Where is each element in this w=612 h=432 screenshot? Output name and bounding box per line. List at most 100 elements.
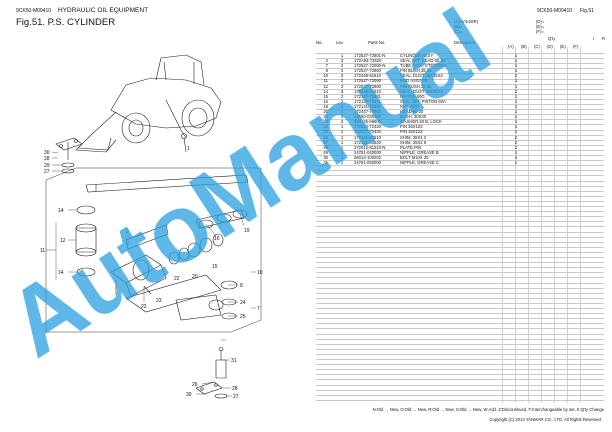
grid-line (316, 251, 604, 253)
grid-line (316, 231, 604, 233)
part-no-cell: 14 (323, 88, 328, 94)
quantity-cell: 1 (514, 93, 518, 99)
grid-line (316, 282, 604, 284)
quantity-cell: 1 (514, 124, 518, 130)
grid-line (316, 114, 604, 116)
serial-note-e: (E)= (536, 24, 545, 29)
part-number-cell: 26013-100202 (354, 154, 382, 160)
column-divider (502, 47, 503, 403)
description-cell: SHIM, 35X2 6 (400, 139, 427, 145)
grid-line (316, 109, 604, 111)
quantity-cell: 2 (514, 139, 518, 145)
description-cell: PIN BUSH,35 35 (400, 68, 432, 74)
description-cell: WASHER 60 B, LOCK (400, 119, 442, 125)
grid-line (316, 134, 604, 136)
grid-line (316, 338, 604, 340)
quantity-cell: 1 (514, 98, 518, 104)
part-no-cell: 24 (323, 124, 328, 130)
grid-line (316, 206, 604, 207)
level-cell: 2 (340, 58, 344, 64)
col-r: R (602, 36, 606, 41)
grid-line (316, 68, 604, 70)
part-number-cell: 172137-72431 (354, 93, 382, 99)
part-no-cell: 19 (323, 103, 328, 109)
label-2: 2 (126, 229, 129, 235)
serial-notes-left: (A)=V4-6SR) (B)= (C)= (454, 19, 478, 34)
description-cell: SHIM, 35X1 2 (400, 134, 427, 140)
level-cell: 1 (340, 139, 344, 145)
part-no-cell: 11 (323, 78, 328, 84)
grid-line (316, 165, 604, 167)
quantity-cell: 2 (514, 73, 518, 79)
quantity-cell: 1 (514, 103, 518, 109)
grid-line (316, 175, 604, 177)
col-slot-e: (E) (560, 44, 566, 49)
level-cell: 1 (340, 144, 344, 150)
part-number-cell: 172524-72420 (354, 124, 382, 130)
wheel-loader-illustration (75, 54, 222, 153)
description-cell: ROD ASSY,PS (400, 78, 428, 84)
label-15: 15 (212, 264, 218, 270)
level-cell: 2 (340, 63, 344, 69)
grid-line (316, 369, 604, 371)
quantity-cell: 1 (514, 119, 518, 125)
grid-line (316, 287, 604, 289)
label-7: 7 (257, 306, 260, 312)
quantity-cell: 1 (514, 149, 518, 155)
quantity-cell: 1 (514, 159, 518, 165)
doc-code-right: 9CK50-M00410 (537, 8, 573, 14)
serial-note-b: (B)= (454, 24, 463, 29)
part-number-cell: 172447-72860 (354, 109, 382, 115)
description-cell: SEAL SET, HEAD 60 30 (400, 58, 445, 64)
grid-line (316, 83, 604, 85)
col-slot-f: (F) (573, 44, 579, 49)
part-no-cell: 29 (323, 149, 328, 155)
part-no-cell: 26 (323, 134, 328, 140)
level-cell: 1 (340, 154, 344, 160)
piston-seal-set (195, 209, 248, 229)
part-no-cell: 15 (323, 93, 328, 99)
column-divider (528, 47, 529, 403)
grid-line (316, 277, 604, 279)
quantity-cell: 1 (514, 58, 518, 64)
grid-line (316, 98, 604, 100)
grid-line (316, 236, 604, 238)
grid-line (316, 170, 604, 172)
grid-line (316, 221, 604, 223)
lower-hardware (195, 347, 228, 399)
grid-line (316, 149, 604, 151)
description-cell: SEAL, DUST 35X45X4 (400, 88, 443, 94)
quantity-cell: 4 (514, 154, 518, 160)
grid-line (316, 308, 604, 309)
description-cell: NIPPLE, GREASE C (400, 159, 439, 165)
quantity-cell: 1 (514, 109, 518, 115)
doc-code-left: 9CK50-M00410 (16, 8, 52, 14)
cylinder-tube (85, 174, 249, 193)
part-number-cell: 172A84-72520 (354, 58, 382, 64)
label-14a: 14 (58, 208, 64, 214)
part-number-cell: 172527-72080-N (354, 63, 386, 69)
level-cell: 3 (340, 68, 344, 74)
col-description: Description (454, 40, 475, 45)
part-no-cell: 25 (323, 129, 328, 135)
grid-line (316, 78, 604, 80)
part-number-cell: 172512-81210-N (354, 144, 386, 150)
col-no: No. (316, 40, 323, 45)
lower-rod-end (125, 274, 238, 321)
part-number-cell: 24781-050000 (354, 159, 382, 165)
quantity-cell: 1 (514, 53, 518, 58)
label-22b: 22 (174, 276, 180, 282)
grid-line (316, 180, 604, 182)
label-30b: 30 (186, 392, 192, 398)
part-no-cell: 31 (323, 159, 328, 165)
label-26: 26 (192, 382, 198, 388)
part-no-cell: 8 (325, 68, 328, 74)
